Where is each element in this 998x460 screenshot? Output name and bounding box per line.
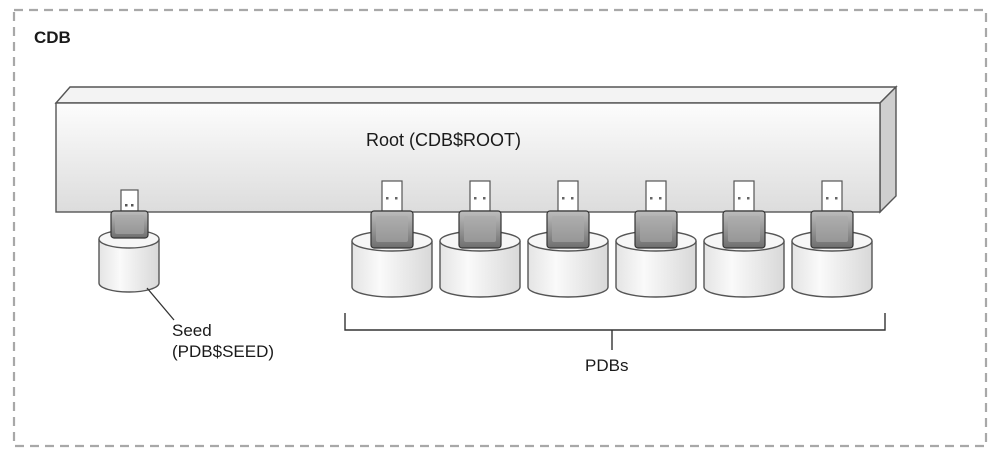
cdb-label: CDB <box>34 28 71 47</box>
pdbs-group <box>351 180 873 298</box>
pdb-plug-icon <box>546 180 590 249</box>
seed-callout-line <box>146 287 175 321</box>
pdb-plug-icon <box>370 180 414 249</box>
cdb-container-border <box>12 8 988 448</box>
seed-database-cylinder <box>98 229 160 293</box>
pdbs-label: PDBs <box>585 356 629 375</box>
seed-plug-icon <box>110 189 149 239</box>
pdb-plug-icon <box>634 180 678 249</box>
pdb-plug-icon <box>810 180 854 249</box>
seed-label-id: (PDB$SEED) <box>172 342 275 361</box>
pdb-plug-icon <box>722 180 766 249</box>
pdbs-bracket <box>344 313 886 350</box>
root-label: Root (CDB$ROOT) <box>366 130 522 150</box>
seed-label: Seed (PDB$SEED) <box>172 320 274 362</box>
seed-label-name: Seed <box>172 321 212 340</box>
pdb-plug-icon <box>458 180 502 249</box>
